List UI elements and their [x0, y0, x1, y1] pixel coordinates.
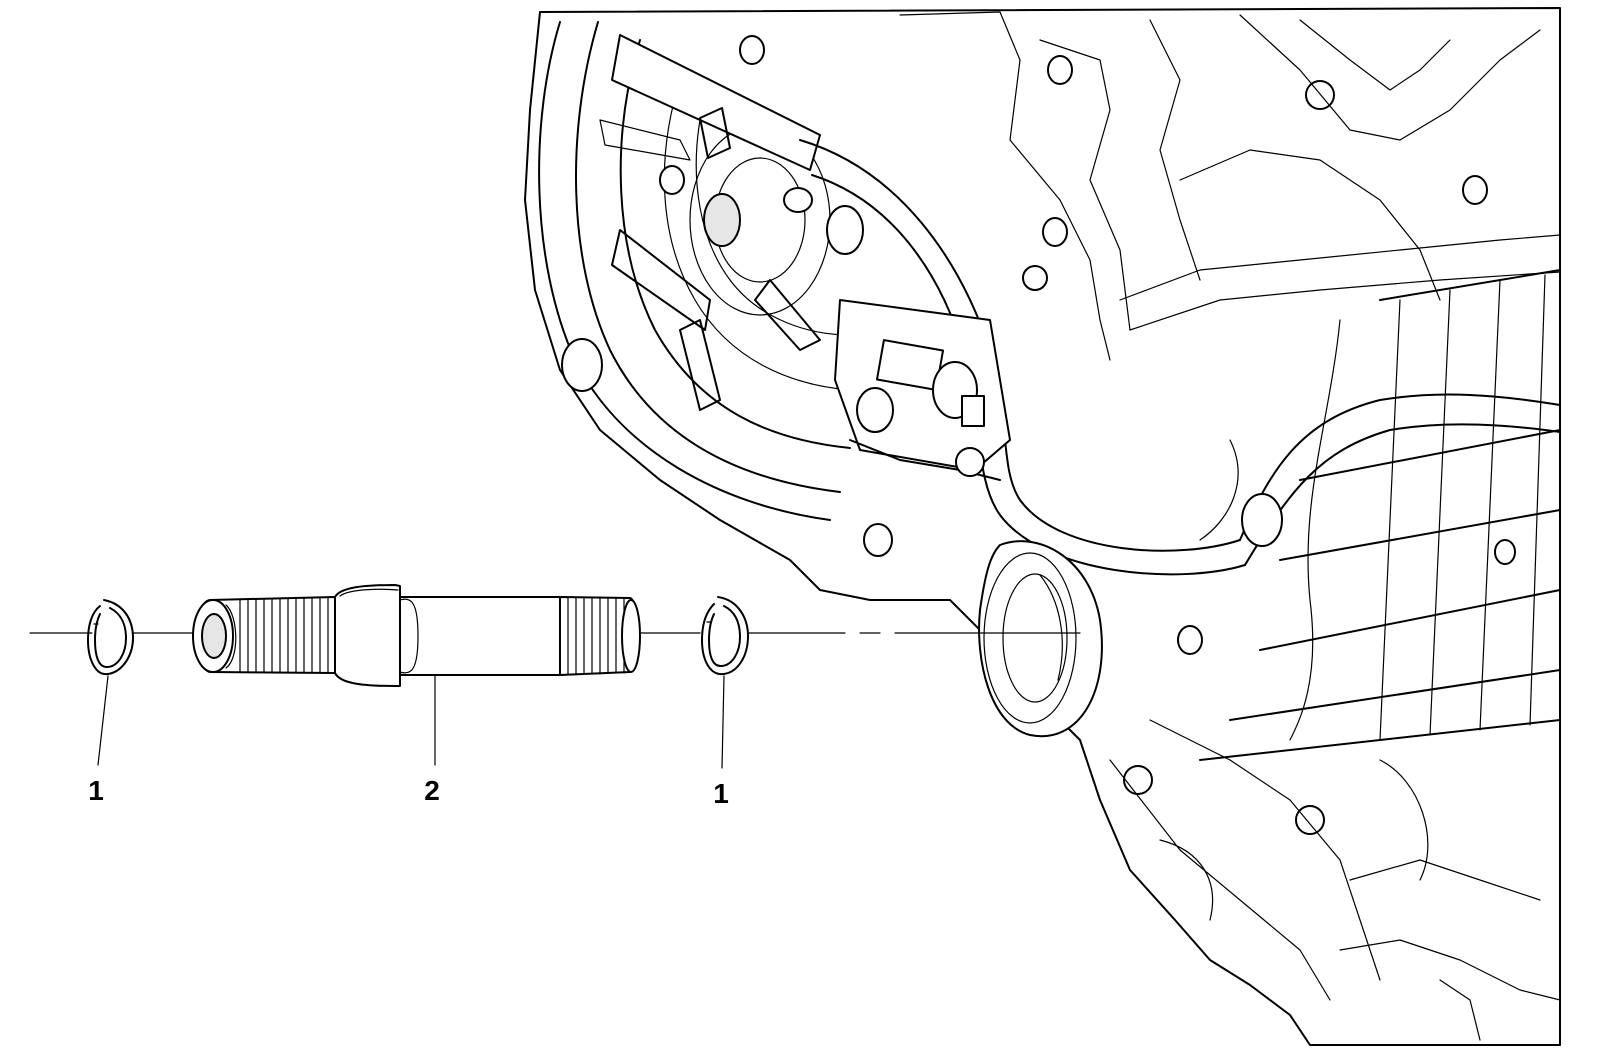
callout-label: 2 — [424, 775, 440, 806]
callout-label: 1 — [88, 775, 104, 806]
intermediate-shaft — [192, 584, 641, 766]
snap-ring-right — [701, 596, 749, 769]
callout-label: 1 — [713, 778, 729, 809]
snap-ring-left — [87, 599, 134, 766]
transmission-housing — [524, 7, 1561, 1046]
